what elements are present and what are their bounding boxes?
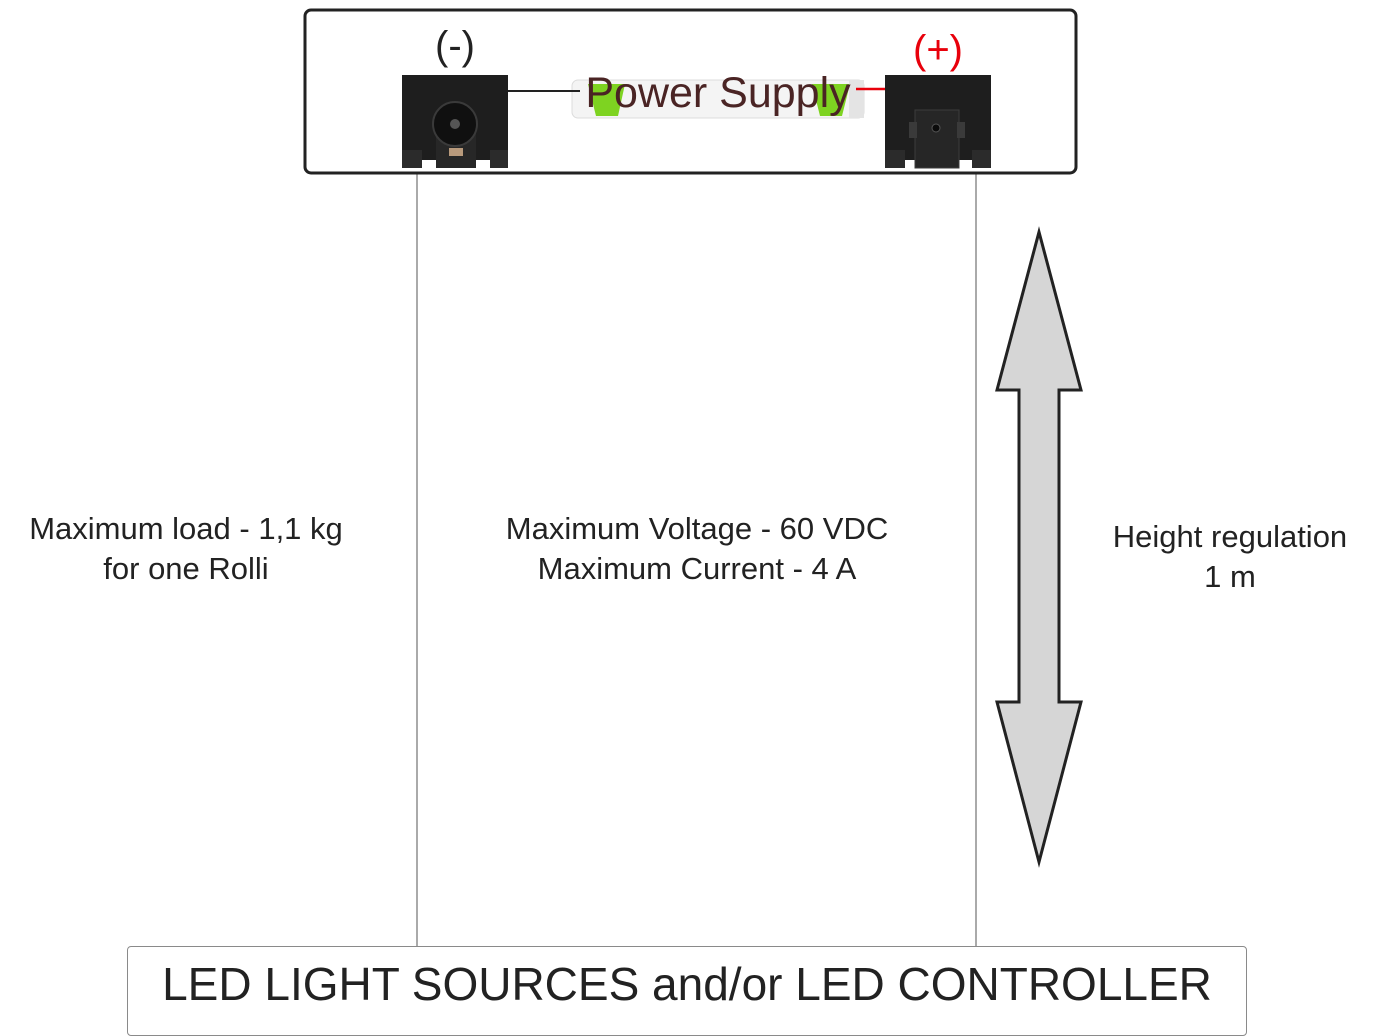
maximum-current-label: Maximum Current - 4 A: [537, 551, 857, 586]
power-supply-title: Power Supply: [585, 69, 851, 117]
maximum-load-label: Maximum load - 1,1 kg: [29, 511, 343, 546]
positive-rolli-connector: [885, 75, 991, 169]
positive-polarity-label: (+): [913, 28, 963, 72]
height-regulation-arrow: [995, 226, 1083, 868]
height-regulation-label: Height regulation: [1112, 519, 1348, 554]
led-sources-label: LED LIGHT SOURCES and/or LED CONTROLLER: [162, 958, 1212, 1010]
negative-rolli-connector: [402, 75, 508, 168]
led-sources-box: LED LIGHT SOURCES and/or LED CONTROLLER: [127, 946, 1247, 1036]
height-regulation-value: 1 m: [1204, 559, 1256, 594]
power-supply-module: [571, 79, 865, 119]
maximum-load-sublabel: for one Rolli: [103, 551, 269, 586]
maximum-voltage-label: Maximum Voltage - 60 VDC: [505, 511, 889, 546]
negative-polarity-label: (-): [435, 24, 475, 68]
